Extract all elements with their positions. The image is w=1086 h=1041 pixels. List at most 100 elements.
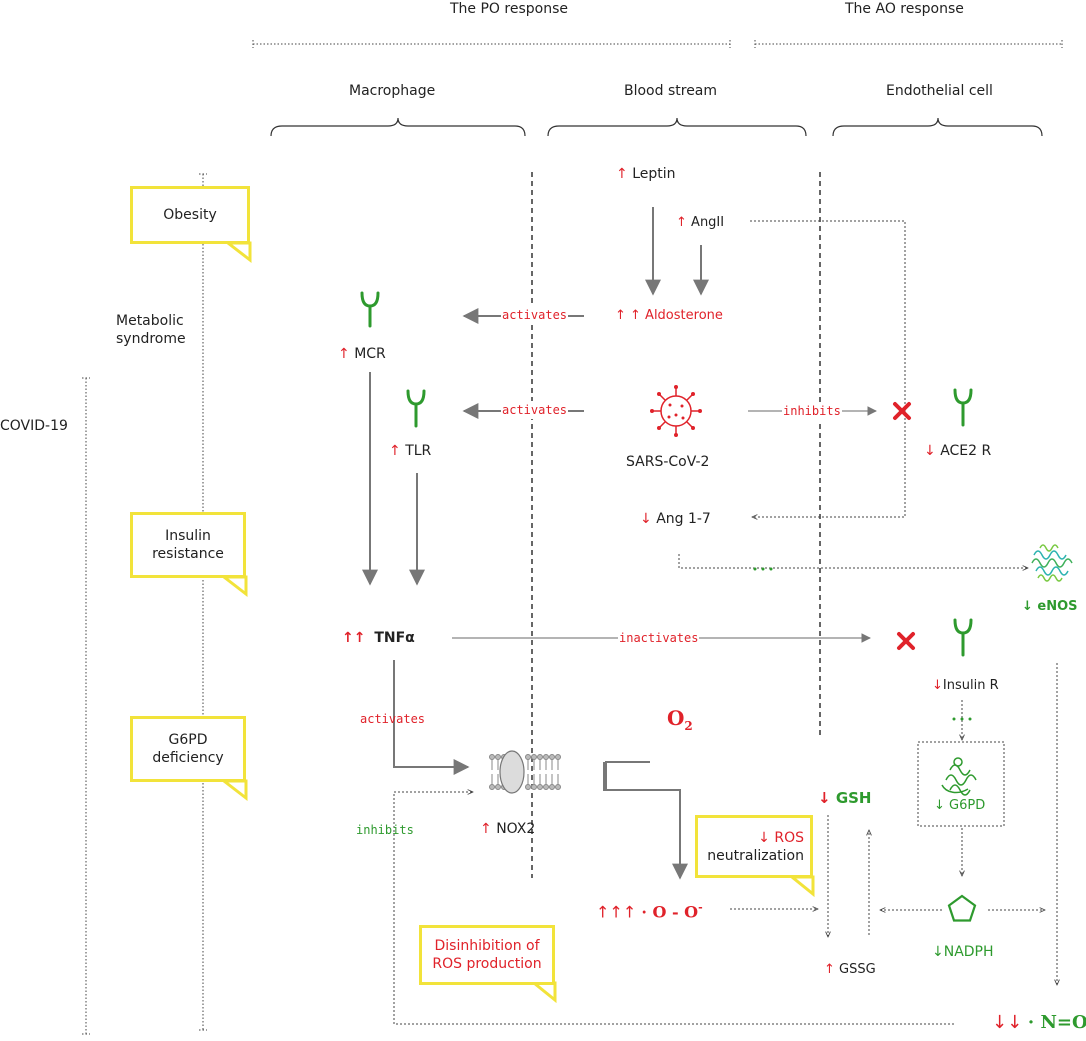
no-label: · N=O (1027, 1012, 1086, 1033)
mcr-label: MCR (354, 346, 386, 362)
gsh-decrease-arrow: ↓ (818, 789, 831, 807)
g6pd-deficiency-note: G6PD deficiency (130, 716, 246, 782)
ace2-node: ↓ ACE2 R (924, 442, 991, 460)
ros-neutralization-line2: neutralization (707, 847, 804, 864)
ace2-cross-icon (893, 402, 911, 420)
gssg-increase-arrow: ↑ (824, 962, 835, 977)
o2-subscript: 2 (684, 719, 693, 733)
enos-protein-icon (1031, 544, 1073, 582)
obesity-note: Obesity (130, 186, 250, 244)
nox2-increase-arrow: ↑ (480, 821, 492, 837)
insulin-receptor-icon (953, 618, 973, 657)
tlr-node: ↑ TLR (389, 442, 431, 460)
callout-tails (219, 241, 815, 1004)
angii-node: ↑ AngII (676, 214, 724, 232)
nox2-node: ↑ NOX2 (480, 820, 535, 838)
nox2-membrane-icon (489, 750, 561, 794)
no-node: ↓↓ · N=O (992, 1012, 1086, 1034)
no-inhibits-nox2-dotted (393, 792, 954, 1025)
gsh-node: ↓ GSH (818, 789, 871, 807)
disinhibition-note: Disinhibition of ROS production (419, 925, 555, 985)
insulin-cross-icon (897, 632, 915, 650)
enos-label: ↓ eNOS (1022, 599, 1078, 614)
activates-mcr-label: activates (501, 306, 569, 324)
ros-neutralization-note: ↓ ROS neutralization (695, 815, 813, 878)
superoxide-label: · O - O (641, 902, 699, 922)
mcr-increase-arrow: ↑ (338, 346, 350, 362)
superoxide-superscript: - (698, 901, 703, 914)
inactivates-insulin-label: inactivates (618, 629, 700, 647)
g6pd-protein-icon (941, 757, 977, 796)
blood-stream-header: Blood stream (624, 83, 718, 99)
gssg-label: GSSG (839, 962, 876, 977)
metabolic-syndrome-label-line2: syndrome (116, 331, 186, 347)
nadph-pentagon-icon (947, 894, 977, 922)
endothelial-cell-header: Endothelial cell (886, 83, 993, 99)
tnfa-node: ↑↑ TNFα (342, 629, 415, 647)
po-response-range (252, 40, 731, 48)
ace2-receptor-icon (953, 388, 973, 427)
g6pd-box (917, 741, 1005, 827)
sars-cov-2-label: SARS-CoV-2 (626, 454, 710, 470)
ang17-decrease-arrow: ↓ (640, 511, 652, 527)
insulin-r-label: Insulin R (942, 678, 999, 693)
activates-nox2-label: activates (360, 712, 426, 726)
ang17-label: Ang 1-7 (656, 511, 711, 527)
nadph-label: ↓NADPH (932, 944, 994, 960)
tnfa-label: TNFα (374, 630, 415, 646)
tlr-increase-arrow: ↑ (389, 443, 401, 459)
compartment-braces (270, 117, 1043, 137)
inhibits-nox2-label: inhibits (356, 823, 414, 837)
tlr-receptor-icon (406, 389, 426, 428)
ao-response-range (754, 40, 1063, 48)
activates-tlr-label: activates (501, 401, 569, 419)
covid19-range (82, 377, 90, 1035)
macrophage-header: Macrophage (349, 83, 436, 99)
tnfa-activates-nox2-arrow (393, 660, 470, 775)
metabolic-syndrome-range (199, 173, 207, 1031)
ang17-to-enos-dotted (678, 554, 1028, 568)
angii-increase-arrow: ↑ (676, 215, 687, 230)
insulin-resistance-note: Insulin resistance (130, 512, 246, 578)
angii-to-ang17-dotted (750, 220, 906, 517)
ang17-node: ↓ Ang 1-7 (640, 510, 711, 528)
o2-node: O2 (667, 706, 693, 738)
obesity-note-text: Obesity (163, 207, 217, 223)
sars-cov-2-virus-icon (650, 385, 702, 437)
g6pd-deficiency-line2: deficiency (152, 750, 224, 766)
g6pd-deficiency-line1: G6PD (168, 732, 208, 748)
po-response-header: The PO response (450, 1, 568, 17)
disinhibition-line2: ROS production (432, 956, 542, 972)
nox2-label: NOX2 (496, 821, 536, 837)
o2-label: O (667, 706, 685, 730)
leptin-increase-arrow: ↑ (616, 166, 628, 182)
tlr-label: TLR (405, 443, 432, 459)
aldosterone-node: ↑ ↑ Aldosterone (615, 308, 723, 323)
insulin-r-decrease-arrow: ↓ (932, 678, 943, 693)
ao-response-header: The AO response (845, 1, 964, 17)
disinhibition-line1: Disinhibition of (434, 938, 540, 954)
ace2-label: ACE2 R (940, 443, 992, 459)
leptin-node: ↑ Leptin (616, 165, 676, 183)
mcr-receptor-icon (360, 291, 380, 328)
gssg-node: ↑ GSSG (824, 961, 876, 979)
insulin-resistance-line1: Insulin (165, 528, 211, 544)
inhibits-ace2-label: inhibits (782, 402, 842, 420)
superoxide-increase-arrows: ↑↑↑ (596, 902, 637, 922)
insulin-r-node: ↓Insulin R (932, 677, 999, 695)
tnfa-increase-arrows: ↑↑ (342, 630, 366, 646)
no-decrease-arrows: ↓↓ (992, 1012, 1023, 1033)
superoxide-node: ↑↑↑ · O - O- (596, 898, 703, 922)
angii-label: AngII (691, 215, 725, 230)
green-ellipsis-dots (753, 567, 972, 721)
gsh-label: GSH (835, 789, 872, 807)
metabolic-syndrome-label-line1: Metabolic (116, 313, 184, 329)
o2-to-superoxide-arrow (603, 762, 688, 880)
ace2-decrease-arrow: ↓ (924, 443, 936, 459)
ros-neutralization-line1: ↓ ROS (758, 829, 804, 846)
mcr-node: ↑ MCR (338, 345, 386, 363)
covid19-label: COVID-19 (0, 418, 68, 434)
leptin-label: Leptin (632, 166, 676, 182)
